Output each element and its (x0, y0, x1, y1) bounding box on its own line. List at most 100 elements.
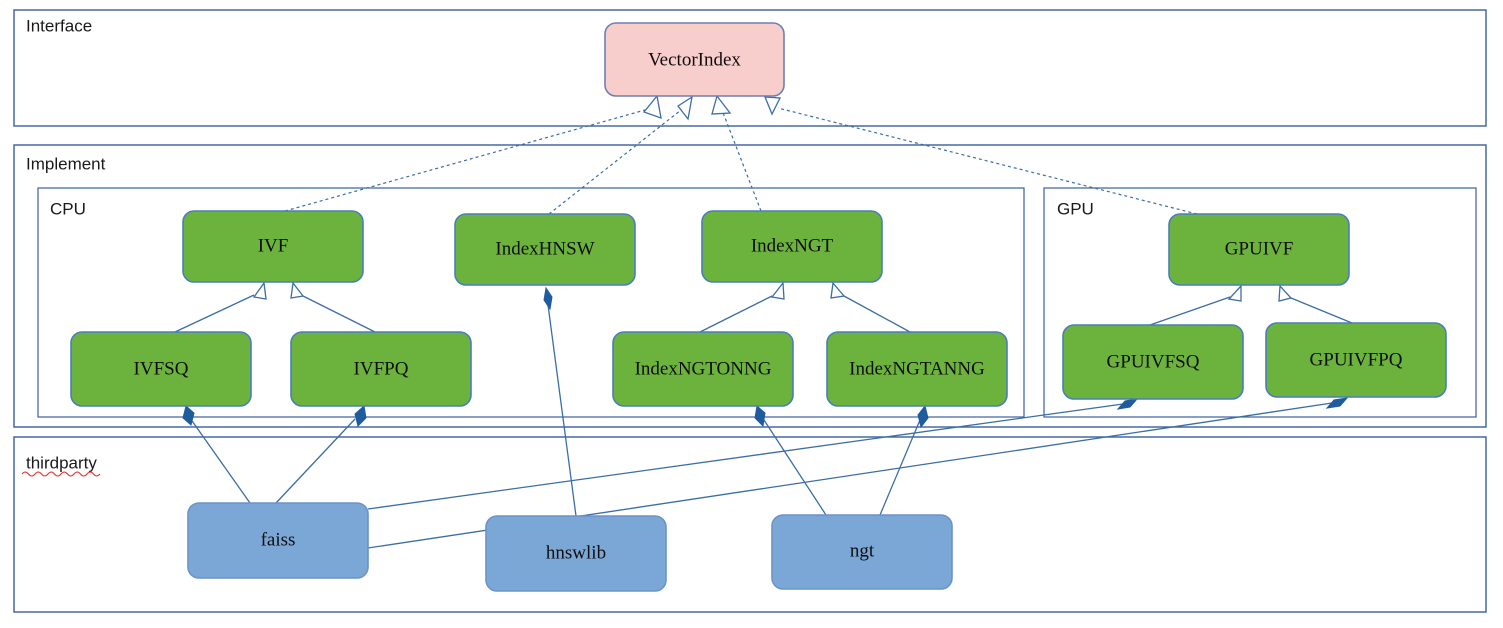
edge-line (284, 109, 646, 212)
edge-line (843, 295, 911, 333)
edge-line (879, 419, 921, 516)
edge-gpuivfsq-to-gpuivf (1149, 284, 1242, 326)
hollow-triangle-arrow-icon (1227, 284, 1242, 302)
node-gpuivfpq-rect[interactable] (1265, 322, 1447, 398)
hollow-triangle-arrow-icon (677, 95, 693, 121)
node-indexngt-label: IndexNGT (751, 235, 834, 256)
node-indexngtonng-rect[interactable] (612, 331, 794, 407)
edge-line (367, 403, 1124, 510)
node-indexhnsw-label: IndexHNSW (495, 238, 594, 259)
node-hnswlib[interactable]: hnswlib (485, 515, 667, 592)
node-gpuivf-rect[interactable] (1168, 213, 1350, 286)
edge-hnswlib-to-indexhnsw (543, 286, 577, 517)
node-gpuivfpq[interactable]: GPUIVFPQ (1265, 322, 1447, 398)
edge-gpuivfpq-to-gpuivf (1278, 284, 1353, 324)
hollow-triangle-arrow-icon (252, 281, 267, 300)
node-vectorindex-rect[interactable] (604, 22, 785, 97)
edge-ngt-to-indexngtonng (754, 405, 827, 516)
group-gpu: GPU (1043, 187, 1477, 418)
node-indexngt[interactable]: IndexNGT (701, 210, 883, 283)
group-cpu-rect (37, 187, 1025, 418)
edge-ivfpq-to-ivf (290, 281, 376, 333)
edge-line (721, 109, 762, 212)
edge-line (189, 417, 251, 504)
filled-diamond-icon (543, 286, 553, 311)
edge-line (547, 304, 577, 517)
node-ivfsq-label: IVFSQ (134, 358, 189, 379)
hollow-triangle-arrow-icon (830, 281, 846, 299)
filled-diamond-icon (182, 405, 195, 426)
node-faiss[interactable]: faiss (187, 502, 369, 579)
filled-diamond-icon (354, 405, 367, 427)
filled-diamond-icon (1325, 397, 1349, 409)
hollow-triangle-arrow-icon (764, 96, 782, 116)
node-indexngtanng[interactable]: IndexNGTANNG (826, 331, 1008, 407)
edge-faiss-to-ivfsq (182, 405, 251, 504)
node-gpuivfpq-label: GPUIVFPQ (1310, 349, 1403, 370)
node-ngt-label: ngt (850, 540, 875, 561)
edge-ngt-to-indexngtanng (879, 404, 929, 516)
node-ivfsq[interactable]: IVFSQ (70, 331, 252, 407)
node-faiss-label: faiss (261, 529, 296, 550)
node-ivfpq[interactable]: IVFPQ (290, 331, 472, 407)
node-indexngtonng-label: IndexNGTONNG (635, 358, 772, 379)
node-ivf-rect[interactable] (182, 210, 364, 283)
hollow-triangle-arrow-icon (642, 94, 662, 119)
node-indexhnsw-rect[interactable] (454, 213, 636, 286)
edge-line (777, 107, 1198, 215)
edge-ivfsq-to-ivf (174, 281, 267, 333)
node-hnswlib-rect[interactable] (485, 515, 667, 592)
hollow-triangle-arrow-icon (1278, 284, 1293, 302)
group-implement-label: Implement (26, 154, 106, 173)
node-indexngt-rect[interactable] (701, 210, 883, 283)
group-cpu: CPU (37, 187, 1025, 418)
edge-line (174, 294, 255, 333)
group-interface-label: Interface (26, 16, 92, 35)
edge-indexhnsw-to-vectorindex (548, 95, 693, 215)
edge-ivf-to-vectorindex (284, 94, 662, 212)
group-thirdparty-label: thirdparty (26, 453, 97, 472)
spellcheck-squiggle-icon (21, 471, 101, 477)
node-ivfpq-rect[interactable] (290, 331, 472, 407)
hollow-triangle-arrow-icon (711, 94, 732, 115)
edge-line (275, 418, 356, 504)
hollow-triangle-arrow-icon (770, 281, 785, 300)
filled-diamond-icon (754, 405, 766, 428)
edge-indexngtonng-to-indexngt (699, 281, 785, 333)
node-gpuivf-label: GPUIVF (1225, 238, 1294, 259)
edge-gpuivf-to-vectorindex (764, 96, 1198, 215)
filled-diamond-icon (1116, 398, 1139, 410)
node-indexngtanng-label: IndexNGTANNG (849, 358, 985, 379)
node-gpuivfsq-label: GPUIVFSQ (1107, 351, 1200, 372)
node-gpuivfsq[interactable]: GPUIVFSQ (1062, 324, 1244, 400)
edge-indexngt-to-vectorindex (711, 94, 762, 212)
node-indexhnsw[interactable]: IndexHNSW (454, 213, 636, 286)
edge-line (1290, 297, 1353, 324)
node-gpuivfsq-rect[interactable] (1062, 324, 1244, 400)
group-thirdparty: thirdparty (13, 436, 1487, 613)
node-vectorindex[interactable]: VectorIndex (604, 22, 785, 97)
group-gpu-rect (1043, 187, 1477, 418)
edge-line (548, 109, 682, 215)
node-gpuivf[interactable]: GPUIVF (1168, 213, 1350, 286)
node-indexngtonng[interactable]: IndexNGTONNG (612, 331, 794, 407)
node-hnswlib-label: hnswlib (546, 542, 606, 563)
node-faiss-rect[interactable] (187, 502, 369, 579)
node-ivfpq-label: IVFPQ (354, 358, 409, 379)
node-vectorindex-label: VectorIndex (648, 49, 741, 70)
edge-faiss-to-ivfpq (275, 405, 367, 504)
node-indexngtanng-rect[interactable] (826, 331, 1008, 407)
node-ivf[interactable]: IVF (182, 210, 364, 283)
group-cpu-label: CPU (50, 199, 86, 218)
group-thirdparty-rect (13, 436, 1487, 613)
hollow-triangle-arrow-icon (290, 281, 305, 299)
group-gpu-label: GPU (1057, 199, 1094, 218)
edge-indexngtanng-to-indexngt (830, 281, 911, 333)
node-ngt[interactable]: ngt (771, 514, 953, 590)
node-ngt-rect[interactable] (771, 514, 953, 590)
node-ivfsq-rect[interactable] (70, 331, 252, 407)
edge-faiss-to-gpuivfsq (367, 398, 1139, 510)
node-ivf-label: IVF (258, 235, 289, 256)
